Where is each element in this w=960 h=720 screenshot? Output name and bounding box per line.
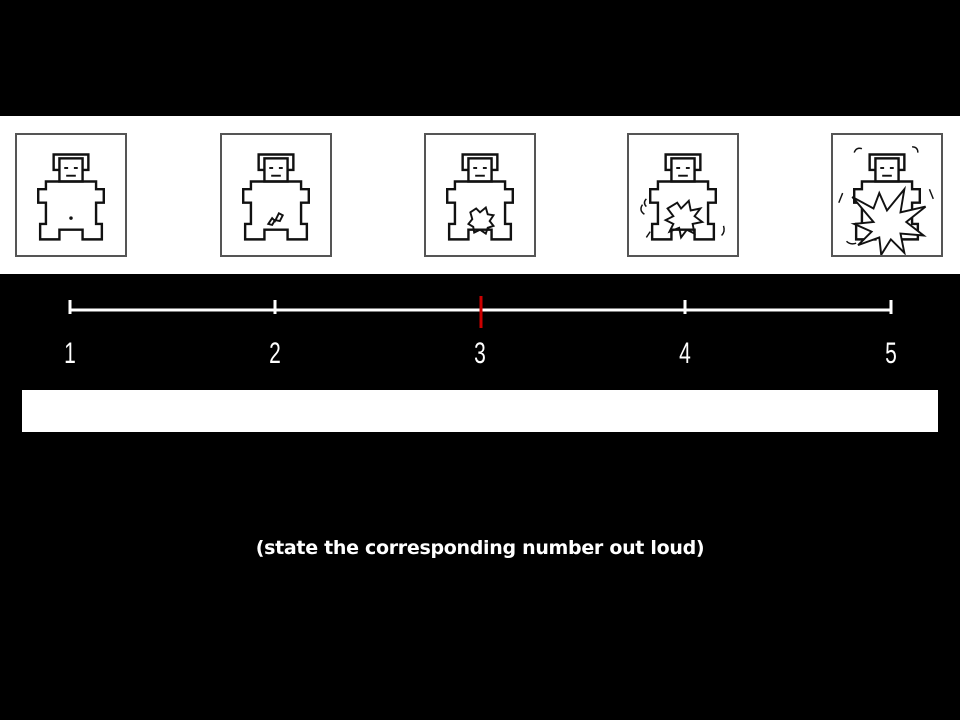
figure-moderate-arousal-icon (424, 133, 536, 257)
figure-minimal-arousal-icon (15, 133, 127, 257)
rating-scale (68, 296, 893, 328)
figure-high-arousal-icon (627, 133, 739, 257)
instruction-text: (state the corresponding number out loud… (255, 537, 705, 559)
figure-band (0, 116, 960, 274)
redaction-bar (22, 390, 938, 432)
scale-label-4: 4 (679, 337, 691, 370)
figure-low-arousal-icon (220, 133, 332, 257)
scale-label-3: 3 (474, 337, 486, 370)
scale-label-2: 2 (269, 337, 281, 370)
figure-extreme-arousal-icon (831, 133, 943, 257)
scale-label-1: 1 (64, 337, 76, 370)
scale-label-5: 5 (885, 337, 897, 370)
